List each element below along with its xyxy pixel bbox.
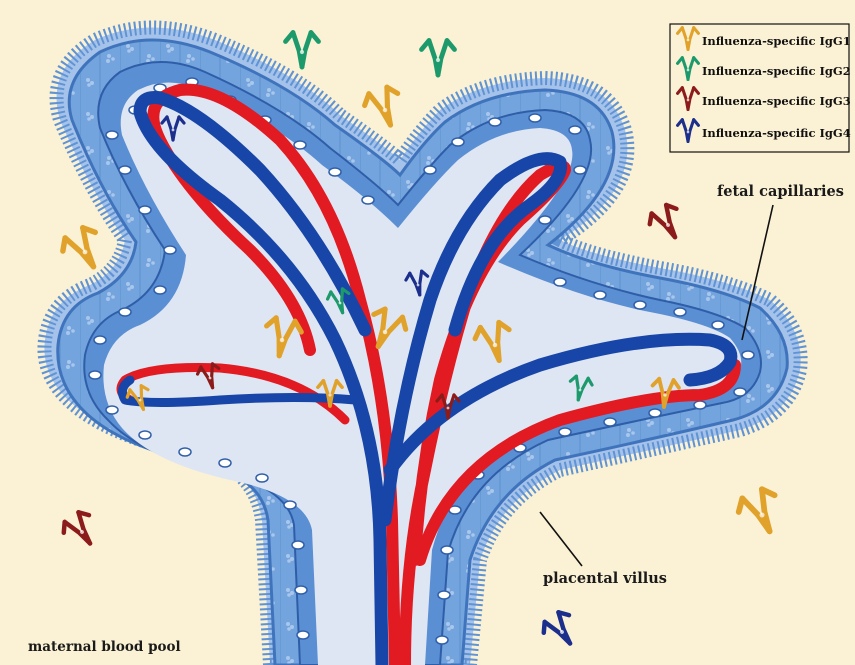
legend-label-igg4: Influenza-specific IgG4 (702, 126, 851, 140)
fetal-capillaries-label: fetal capillaries (717, 183, 844, 200)
maternal-blood-pool-label: maternal blood pool (28, 639, 181, 655)
legend-label-igg1: Influenza-specific IgG1 (702, 34, 851, 48)
legend-label-igg2: Influenza-specific IgG2 (702, 64, 851, 78)
placental-villus-label: placental villus (543, 570, 667, 587)
legend: Influenza-specific IgG1 Influenza-specif… (670, 24, 851, 152)
legend-label-igg3: Influenza-specific IgG3 (702, 94, 851, 108)
